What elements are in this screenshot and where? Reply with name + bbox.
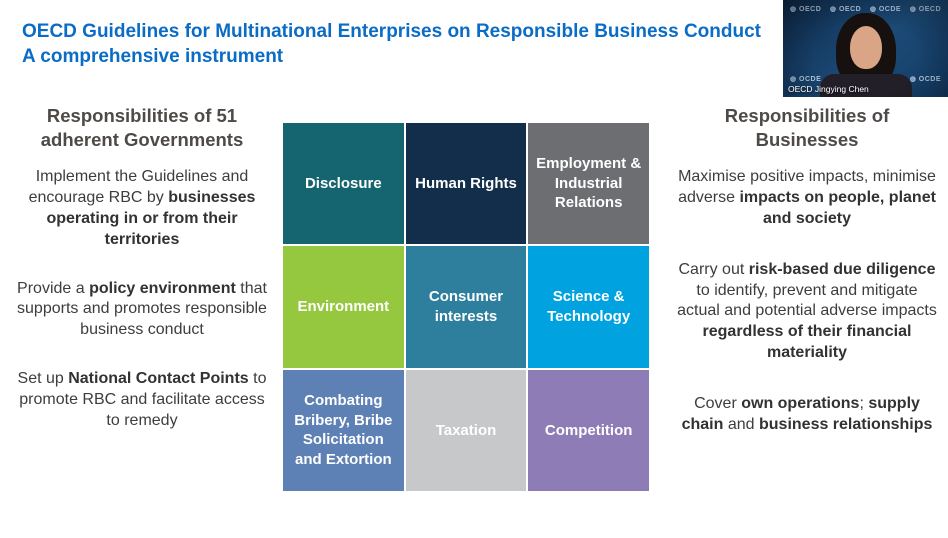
oecd-logo: ◍ OCDE bbox=[870, 5, 901, 13]
slide-title-line2: A comprehensive instrument bbox=[22, 45, 284, 67]
oecd-logo: ◍ OECD bbox=[790, 5, 821, 13]
slide-title: OECD Guidelines for Multinational Enterp… bbox=[22, 20, 942, 69]
oecd-logo: ◍ OECD bbox=[910, 5, 941, 13]
grid-tile-human-rights: Human Rights bbox=[405, 123, 527, 245]
speaker-avatar bbox=[818, 13, 914, 97]
businesses-panel: Responsibilities of Businesses Maximise … bbox=[676, 104, 938, 465]
speaker-name-label: OECD Jingying Chen bbox=[788, 84, 869, 94]
oecd-logo: ◍ OECD bbox=[830, 5, 861, 13]
businesses-paragraph-2: Carry out risk-based due diligence to id… bbox=[677, 260, 937, 361]
businesses-paragraph-1: Maximise positive impacts, minimise adve… bbox=[678, 168, 936, 227]
slide-title-line1: OECD Guidelines for Multinational Enterp… bbox=[22, 21, 761, 42]
speaker-body bbox=[819, 74, 912, 97]
webcam-vignette bbox=[783, 0, 948, 97]
governments-heading: Responsibilities of 51 adherent Governme… bbox=[40, 105, 244, 150]
oecd-logo: ◍ OCDE bbox=[790, 75, 821, 83]
businesses-heading: Responsibilities of Businesses bbox=[724, 105, 890, 150]
grid-tile-environment: Environment bbox=[283, 246, 404, 368]
governments-panel: Responsibilities of 51 adherent Governme… bbox=[16, 104, 268, 459]
speaker-face bbox=[849, 26, 882, 69]
grid-tile-combating-bribery-bribe-solicitation-and-extortion: Combating Bribery, Bribe Solicitation an… bbox=[283, 369, 404, 491]
grid-tile-competition: Competition bbox=[528, 369, 649, 491]
businesses-paragraph-3: Cover own operations; supply chain and b… bbox=[681, 394, 933, 433]
oecd-logo: ◍ OCDE bbox=[910, 75, 941, 83]
grid-tile-disclosure: Disclosure bbox=[283, 123, 404, 245]
webcam-video-tile[interactable]: ◍ OECD◍ OECD◍ OCDE◍ OECD◍ OCDE◍ OECD◍ OC… bbox=[783, 0, 948, 97]
governments-paragraph-2: Provide a policy environment that suppor… bbox=[17, 279, 267, 339]
governments-paragraph-3: Set up National Contact Points to promot… bbox=[17, 369, 267, 429]
grid-tile-consumer-interests: Consumer interests bbox=[405, 246, 527, 368]
governments-paragraph-1: Implement the Guidelines and encourage R… bbox=[28, 168, 256, 248]
grid-tile-employment-industrial-relations: Employment & Industrial Relations bbox=[528, 123, 649, 245]
grid-tile-taxation: Taxation bbox=[405, 369, 527, 491]
grid-tile-science-technology: Science & Technology bbox=[528, 246, 649, 368]
